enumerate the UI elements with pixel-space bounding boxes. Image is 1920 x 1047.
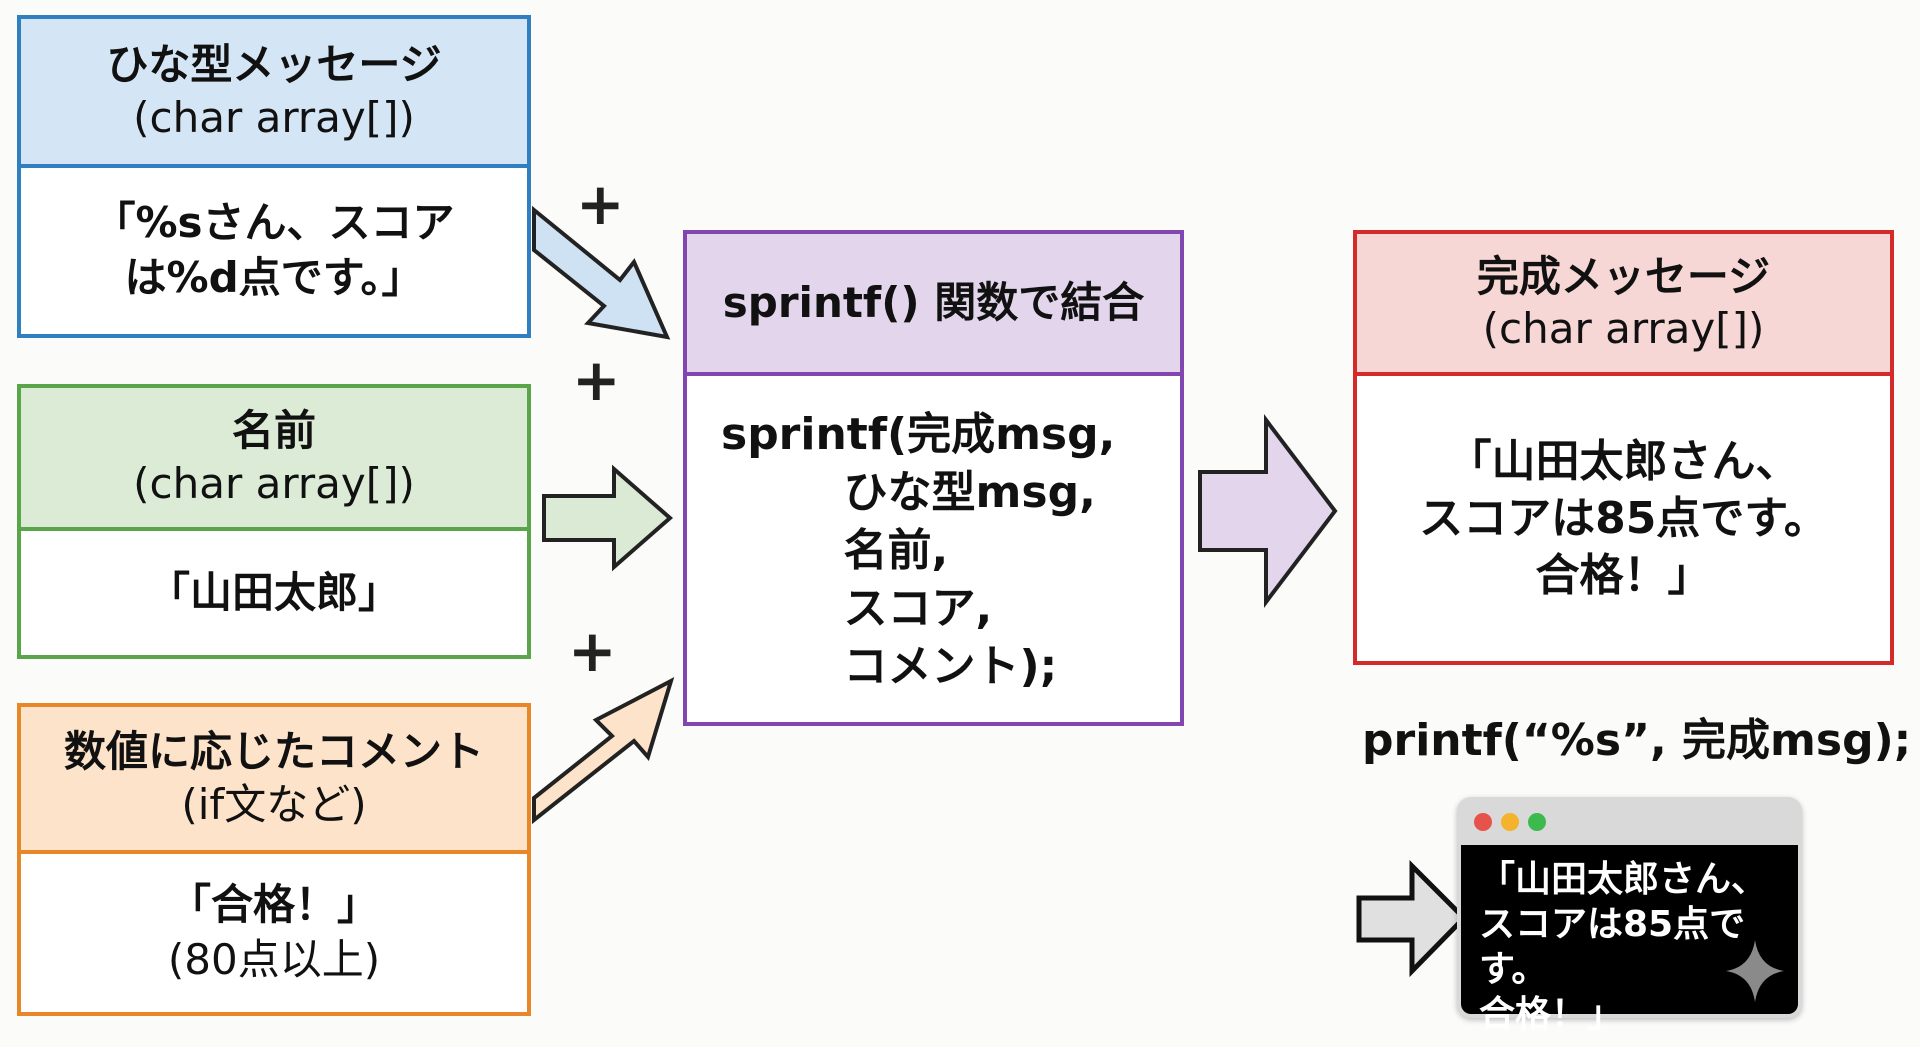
sprintf-code: sprintf(完成msg, ひな型msg, 名前, スコア, コメント);: [687, 376, 1180, 696]
code-line: スコア,: [721, 583, 993, 635]
comment-subtitle: (if文など): [181, 779, 367, 829]
maximize-dot-icon: [1528, 813, 1546, 831]
minimize-dot-icon: [1501, 813, 1519, 831]
terminal-window: 「山田太郎さん、 スコアは85点です。 合格！」: [1457, 797, 1802, 1035]
result-line: スコアは85点です。: [1419, 492, 1828, 544]
plus-sign: +: [568, 617, 617, 685]
name-subtitle: (char array[]): [133, 458, 415, 508]
sparkle-icon: [1726, 940, 1784, 1002]
purple-arrow-shape: [1198, 414, 1338, 608]
comment-value: 「合格！」 (80点以上): [21, 854, 527, 1012]
code-line: 名前,: [721, 525, 949, 577]
result-subtitle: (char array[]): [1482, 304, 1765, 353]
code-line: sprintf(完成msg,: [721, 409, 1116, 460]
orange-arrow-shape: [532, 677, 675, 825]
name-header: 名前 (char array[]): [21, 388, 527, 531]
terminal-output: 「山田太郎さん、 スコアは85点です。 合格！」: [1461, 845, 1798, 1035]
result-title: 完成メッセージ: [1476, 251, 1771, 301]
sprintf-box: sprintf() 関数で結合 sprintf(完成msg, ひな型msg, 名…: [683, 230, 1184, 726]
comment-value-line: (80点以上): [167, 935, 381, 984]
terminal-line: 「山田太郎さん、: [1479, 859, 1768, 900]
result-line: 合格！」: [1535, 550, 1712, 602]
comment-title: 数値に応じたコメント: [63, 727, 484, 776]
gray-arrow-shape: [1356, 859, 1468, 978]
result-value: 「山田太郎さん、 スコアは85点です。 合格！」: [1357, 376, 1890, 661]
result-header: 完成メッセージ (char array[]): [1357, 234, 1890, 376]
template-message-value: 「%sさん、スコア は%d点です。」: [21, 168, 527, 334]
result-line: 「山田太郎さん、: [1447, 435, 1800, 487]
template-message-header: ひな型メッセージ (char array[]): [21, 19, 527, 168]
terminal-line: 合格！」: [1479, 994, 1624, 1035]
result-message-box: 完成メッセージ (char array[]) 「山田太郎さん、 スコアは85点で…: [1353, 230, 1894, 665]
green-arrow-shape: [542, 464, 674, 572]
template-message-title: ひな型メッセージ: [106, 40, 442, 89]
template-message-subtitle: (char array[]): [133, 92, 415, 142]
printf-call: printf(“%s”, 完成msg);: [1362, 715, 1912, 766]
name-value: 「山田太郎」: [147, 567, 400, 617]
plus-sign: +: [572, 346, 621, 414]
comment-box: 数値に応じたコメント (if文など) 「合格！」 (80点以上): [17, 703, 531, 1016]
template-message-box: ひな型メッセージ (char array[]) 「%sさん、スコア は%d点です…: [17, 15, 531, 338]
template-value-line: 「%sさん、スコア: [93, 198, 455, 248]
plus-sign: +: [576, 170, 625, 238]
name-title: 名前: [231, 406, 316, 455]
comment-value-line: 「合格！」: [168, 880, 379, 930]
comment-header: 数値に応じたコメント (if文など): [21, 707, 527, 854]
close-dot-icon: [1474, 813, 1492, 831]
code-line: ひな型msg,: [721, 467, 1096, 519]
sprintf-header: sprintf() 関数で結合: [687, 234, 1180, 376]
blue-arrow-shape: [532, 205, 671, 340]
template-value-line: は%d点です。」: [124, 253, 424, 302]
code-line: コメント);: [721, 641, 1058, 693]
name-box: 名前 (char array[]) 「山田太郎」: [17, 384, 531, 659]
terminal-line: スコアは85点です。: [1479, 904, 1746, 990]
